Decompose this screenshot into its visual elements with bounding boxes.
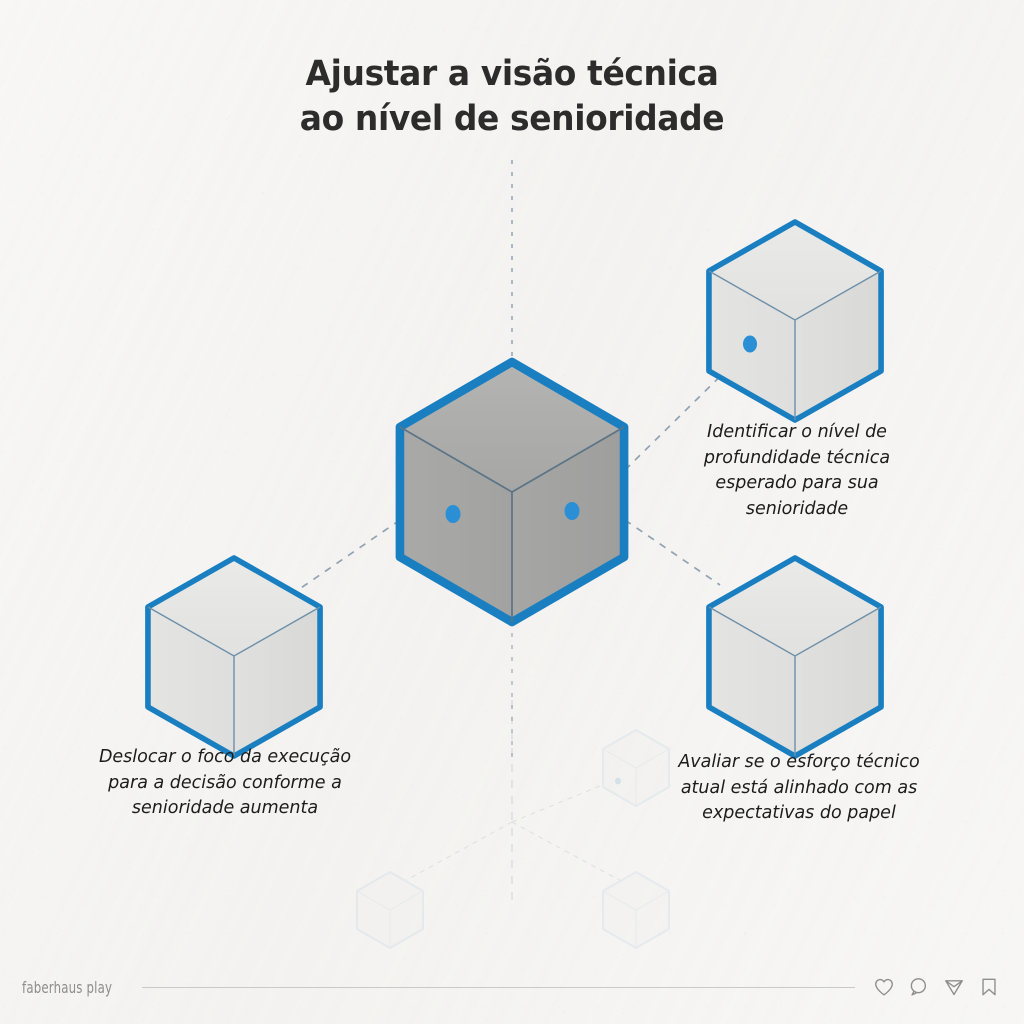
ghost-cube-right <box>602 871 670 949</box>
center-dot-right <box>564 502 580 520</box>
footer-divider <box>141 986 855 988</box>
caption-bottom-left: Deslocar o foco da execução para a decis… <box>98 747 352 818</box>
connector-center-to-bottom-left <box>297 519 401 591</box>
center-dot-left <box>445 505 461 523</box>
send-icon[interactable] <box>943 976 965 998</box>
ghost-cube-left <box>356 871 424 949</box>
title-line-2: ao nível de senioridade <box>299 99 725 139</box>
ghost-cube-top <box>602 729 670 807</box>
title-line-1: Ajustar a visão técnica <box>305 54 719 94</box>
heart-icon[interactable] <box>873 976 895 998</box>
ghost-mini-diagram <box>356 700 670 949</box>
connector-center-to-bottom-right <box>624 519 721 586</box>
caption-top-right: Identificar o nível de profundidade técn… <box>703 422 891 519</box>
bookmark-icon[interactable] <box>978 976 1000 998</box>
cube-bottom-right[interactable] <box>706 555 884 759</box>
caption-bottom-right: Avaliar se o esforço técnico atual está … <box>678 752 920 823</box>
page-title: Ajustar a visão técnica ao nível de seni… <box>0 52 1024 142</box>
cube-center[interactable] <box>395 357 629 627</box>
comment-icon[interactable] <box>908 976 930 998</box>
cube-top-right[interactable] <box>706 219 884 423</box>
connector-center-to-top-right <box>624 344 753 471</box>
footer-icon-group <box>873 976 1000 998</box>
node-dot-top-right <box>743 335 757 353</box>
cube-bottom-left[interactable] <box>145 555 323 759</box>
footer-bar: faberhaus play <box>0 950 1024 1024</box>
brand-logo: faberhaus play <box>22 977 113 997</box>
